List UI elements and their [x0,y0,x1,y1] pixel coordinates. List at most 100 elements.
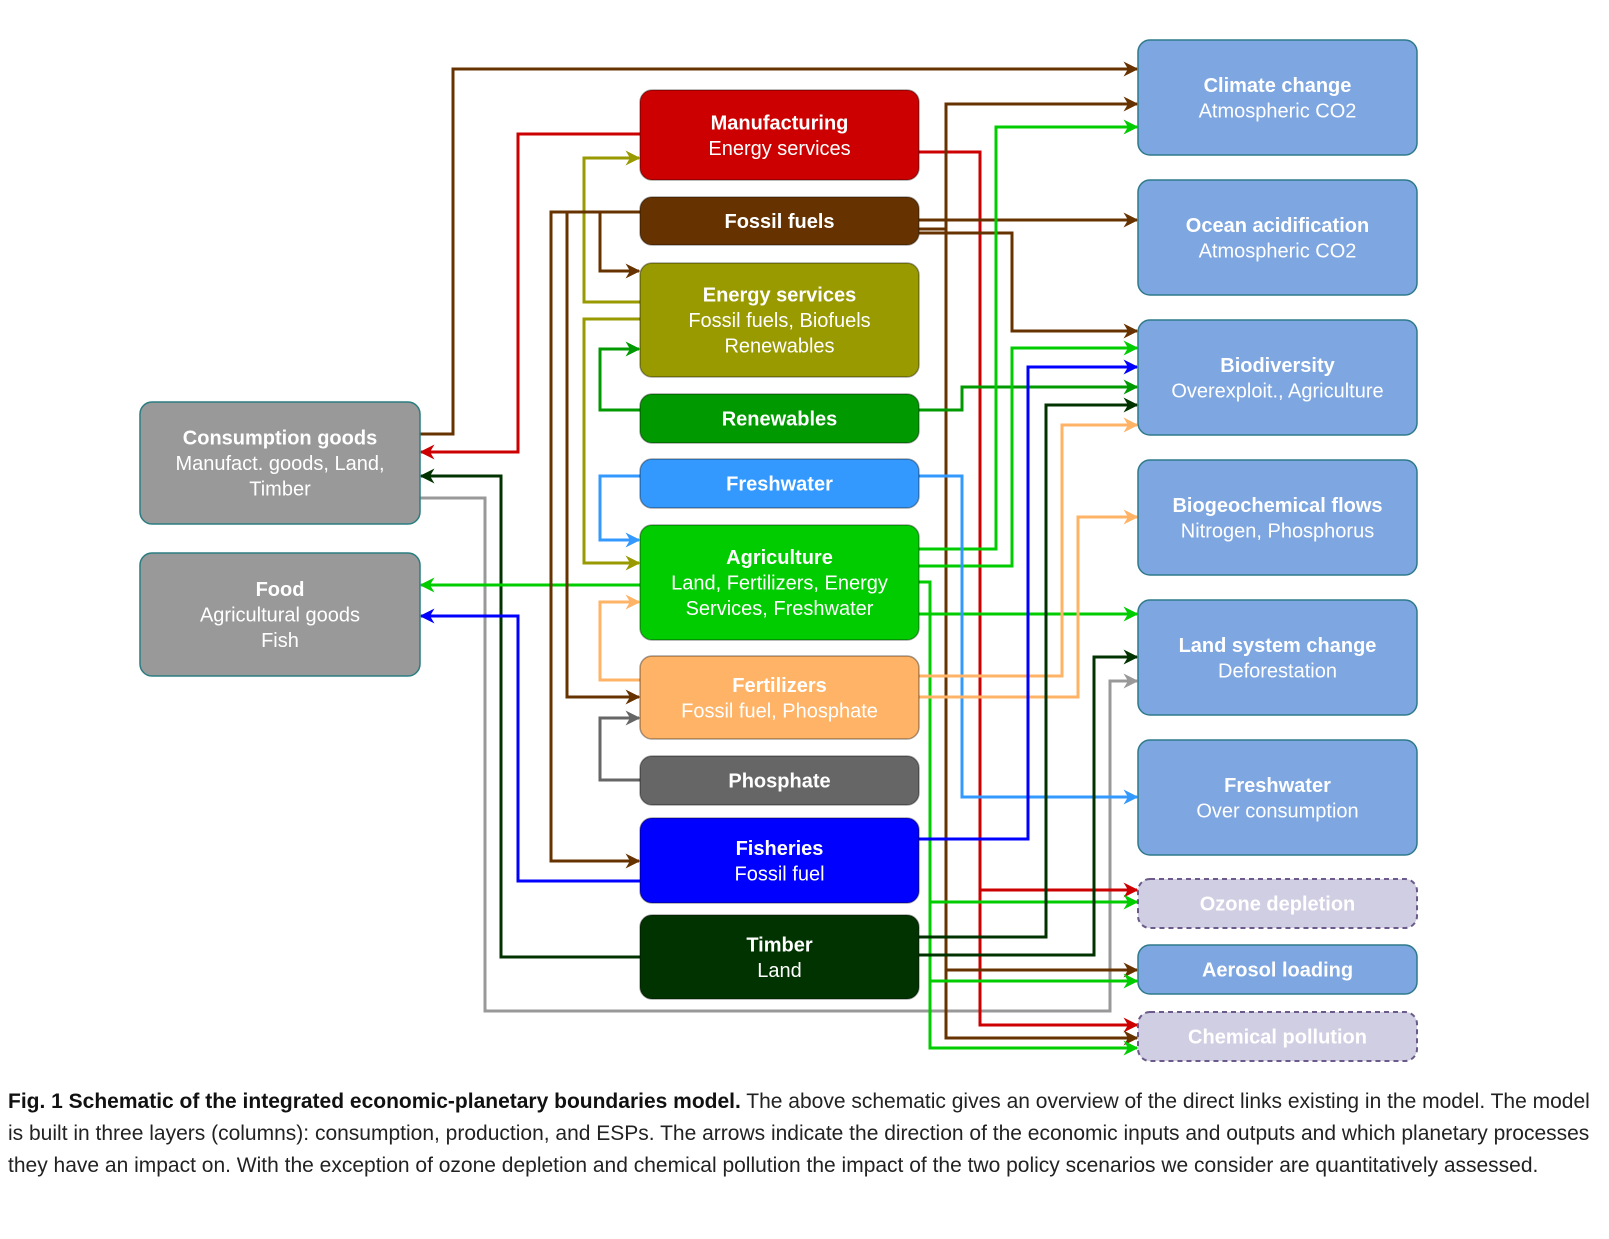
arrow-freshwater-29 [919,474,1139,805]
node-title: Phosphate [728,771,830,793]
arrow-manufacturing-15 [919,150,1139,898]
node-box [1137,944,1418,995]
node-subtitle: Timber [249,479,311,501]
arrow-fossil-9 [549,210,641,869]
node-title: Renewables [722,409,838,431]
arrow-manufacturing-16 [978,890,1139,1033]
node-subtitle: Over consumption [1196,800,1358,822]
arrow-phosphate-14 [598,710,641,782]
arrow-manufacturing-1 [419,132,640,460]
node-subtitle: Fossil fuel [734,863,824,885]
node-title: Land system change [1179,635,1377,657]
node-title: Timber [746,934,813,956]
node-title: Consumption goods [183,428,377,450]
node-phosphate: Phosphate [639,755,920,806]
node-title: Fisheries [736,838,824,860]
arrow-freshwater-12 [598,474,641,548]
node-box [1137,599,1418,716]
arrow-fossil-20 [944,229,1139,978]
node-box [139,552,421,677]
node-box [639,89,920,181]
node-subtitle: Land, Fertilizers, Energy [671,573,888,595]
node-title: Biodiversity [1220,355,1335,377]
node-subtitle: Deforestation [1218,660,1337,682]
arrow-fossil-0 [419,61,1139,436]
node-title: Freshwater [1224,775,1331,797]
arrow-agriculture-24 [919,340,1139,568]
arrow-renewables-11 [598,341,641,412]
node-box [1137,319,1418,436]
arrow-fertilizers-13 [598,594,641,682]
node-box [1137,739,1418,856]
node-box [639,196,920,246]
node-subtitle: Fossil fuel, Phosphate [681,700,878,722]
arrow-fisheries-5 [419,608,640,883]
node-box [1137,459,1418,576]
arrow-timber-2 [419,468,640,959]
node-title: Aerosol loading [1202,960,1353,982]
node-title: Food [256,579,305,601]
node-box [639,393,920,444]
node-title: Ozone depletion [1200,894,1356,916]
arrow-agriculture-26 [919,580,1139,910]
node-box [639,817,920,904]
node-subtitle: Fossil fuels, Biofuels [688,310,870,332]
arrow-renewables-22 [919,379,1139,412]
figure-caption: Fig. 1 Schematic of the integrated econo… [8,1086,1603,1182]
node-box [1137,878,1418,929]
arrow-agriculture-23 [919,119,1139,551]
arrow-agriculture-28 [928,981,1139,1056]
node-subtitle: Agricultural goods [200,605,360,627]
node-subtitle: Manufact. goods, Land, [175,453,384,475]
node-title: Manufacturing [711,112,849,134]
node-box [1137,179,1418,296]
arrow-fossil-19 [919,231,1139,339]
node-title: Fossil fuels [724,211,834,233]
node-box [639,262,920,378]
node-box [1137,1011,1418,1062]
node-title: Climate change [1204,75,1352,97]
node-subtitle: Overexploit., Agriculture [1171,380,1383,402]
arrow-fisheries-32 [919,359,1139,841]
node-chemical-pollution: Chemical pollution [1137,1011,1418,1062]
node-box [1137,39,1418,156]
node-box [639,655,920,740]
arrow-fertilizers-31 [919,509,1139,699]
node-subtitle: Atmospheric CO2 [1199,240,1357,262]
arrow-timber-34 [919,649,1139,957]
arrow-energy-7 [582,317,641,571]
arrow-fossil-10 [565,210,641,705]
node-title: Energy services [703,285,856,307]
arrow-consumption-3 [420,496,1139,1013]
node-aerosol-loading: Aerosol loading [1137,944,1418,995]
node-title: Freshwater [726,474,833,496]
node-title: Agriculture [726,547,833,569]
caption-title: Fig. 1 Schematic of the integrated econo… [8,1090,741,1113]
node-ozone-depletion: Ozone depletion [1137,878,1418,929]
node-subtitle: Energy services [708,138,850,160]
node-subtitle: Renewables [724,336,834,358]
node-renewables: Renewables [639,393,920,444]
arrow-layer [419,61,1139,1056]
arrow-fertilizers-30 [919,417,1139,678]
arrow-energy-6 [582,150,641,304]
node-box [639,755,920,806]
node-subtitle: Nitrogen, Phosphorus [1181,520,1374,542]
node-subtitle: Land [757,960,802,982]
node-title: Chemical pollution [1188,1027,1367,1049]
arrow-fossil-18 [919,96,1139,231]
node-box [639,914,920,1000]
